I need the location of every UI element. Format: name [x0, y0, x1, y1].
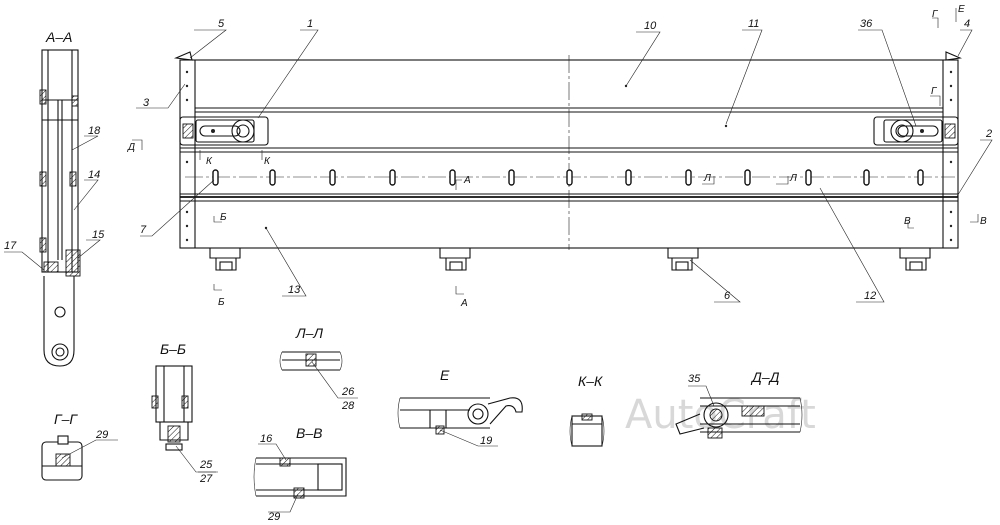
cut-b-bottom: Б	[218, 297, 225, 308]
section-aa: А–А 18 14 15 17	[4, 29, 105, 367]
leader-lines	[136, 29, 993, 303]
callout-12: 12	[864, 290, 876, 302]
section-dd: Д–Д 35	[675, 369, 803, 439]
callout-11: 11	[748, 18, 759, 30]
section-gg-title: Г–Г	[54, 411, 78, 427]
section-vv-title: В–В	[296, 425, 322, 441]
callout-29-vv: 29	[267, 511, 280, 523]
section-ll-title: Л–Л	[295, 325, 323, 341]
callout-25: 25	[199, 459, 213, 471]
callout-14: 14	[88, 169, 100, 181]
view-e: Е 19	[397, 367, 523, 447]
callout-29-gg: 29	[95, 429, 108, 441]
cut-v-left: В	[904, 216, 911, 227]
main-view: 5 1 3 10 11 36 4 2 7 13 6 12 Г Е Д Г К К…	[127, 4, 993, 309]
section-gg: Г–Г 29	[41, 411, 118, 481]
callout-3: 3	[143, 97, 150, 109]
callout-35: 35	[688, 373, 701, 385]
section-aa-title: А–А	[45, 29, 72, 45]
callout-27: 27	[199, 473, 213, 485]
callout-5: 5	[218, 18, 225, 30]
section-kk-title: К–К	[578, 373, 603, 389]
callout-16: 16	[260, 433, 273, 445]
callout-18: 18	[88, 125, 101, 137]
cut-l-right: Л	[789, 173, 797, 184]
cut-k-left: К	[206, 156, 213, 167]
callout-19: 19	[480, 435, 492, 447]
cut-b-top: Б	[220, 212, 227, 223]
right-lock	[873, 116, 959, 146]
section-dd-title: Д–Д	[750, 369, 780, 385]
cut-a-bottom: А	[460, 298, 468, 309]
cut-g-right: Г	[931, 86, 938, 97]
callout-28: 28	[341, 400, 355, 412]
callout-10: 10	[644, 20, 657, 32]
cut-d: Д	[127, 142, 135, 153]
callout-26: 26	[341, 386, 355, 398]
cut-k-right: К	[264, 156, 271, 167]
cut-v-right: В	[980, 216, 987, 227]
callout-1: 1	[307, 18, 313, 30]
callout-17: 17	[4, 240, 17, 252]
section-bb-title: Б–Б	[160, 341, 186, 357]
section-kk: К–К	[569, 373, 605, 447]
cut-g-top: Г	[932, 9, 939, 20]
cut-marks	[132, 8, 979, 295]
cut-e-top: Е	[958, 4, 965, 15]
bottom-brackets	[209, 248, 931, 271]
section-bb: Б–Б 25 27	[151, 341, 218, 485]
section-vv: В–В 16 29	[253, 425, 347, 523]
cut-a-top: А	[463, 175, 471, 186]
callout-2: 2	[985, 128, 992, 140]
cut-l-left: Л	[703, 173, 711, 184]
section-ll: Л–Л 26 28	[279, 325, 358, 412]
callout-7: 7	[140, 224, 147, 236]
left-lock	[179, 116, 269, 146]
callout-4: 4	[964, 18, 970, 30]
callout-36: 36	[860, 18, 873, 30]
callout-6: 6	[724, 290, 731, 302]
view-e-title: Е	[440, 367, 450, 383]
callout-13: 13	[288, 284, 301, 296]
slot-row	[212, 169, 924, 186]
callout-15: 15	[92, 229, 105, 241]
